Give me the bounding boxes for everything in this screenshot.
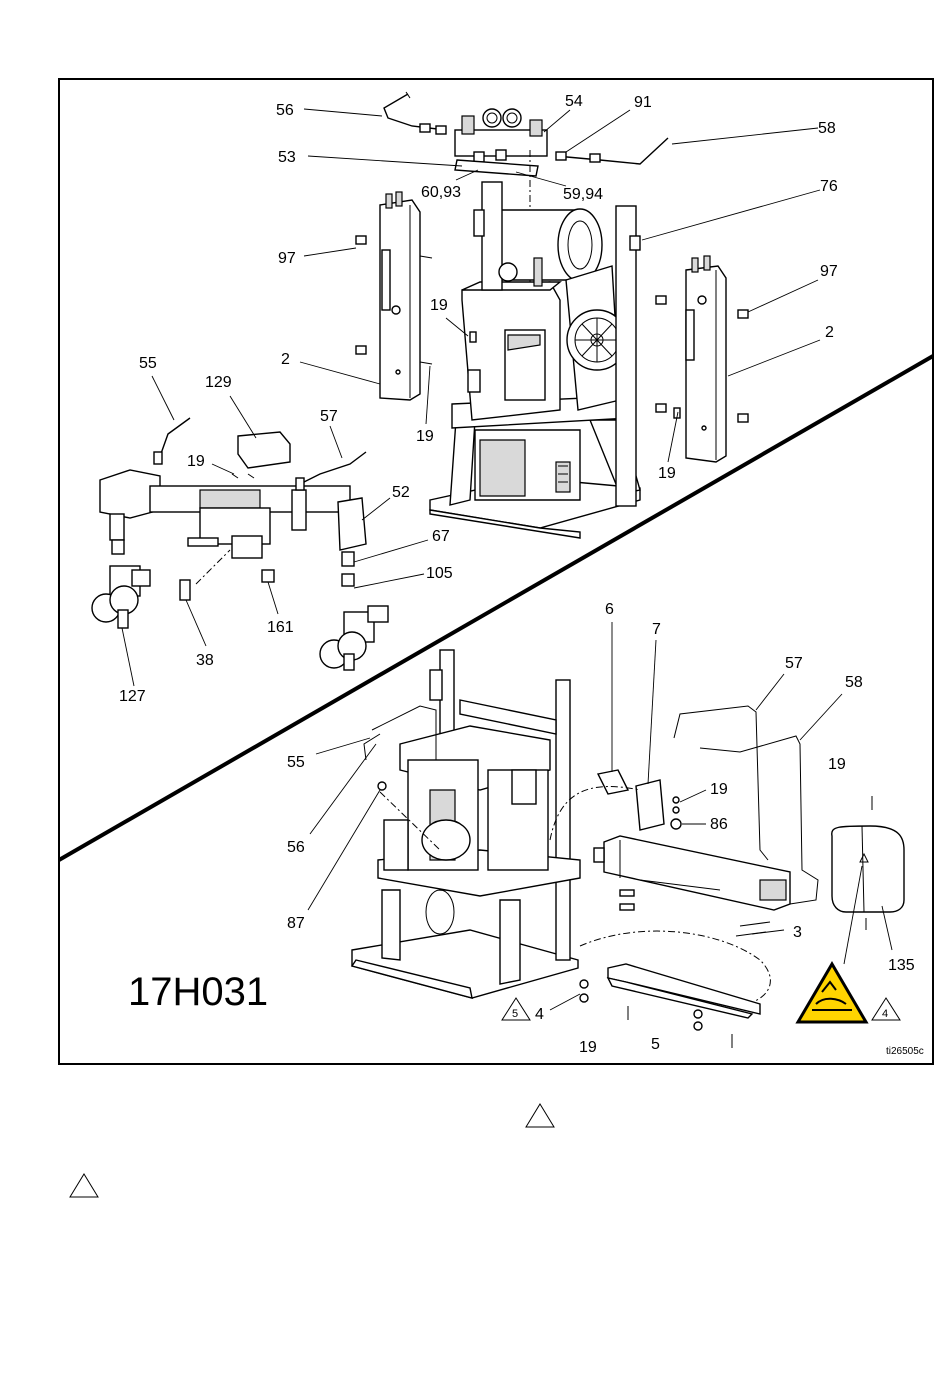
callout-86: 86 <box>710 816 728 833</box>
tube-55 <box>364 734 380 760</box>
relief-valve-right <box>320 606 388 670</box>
callout-53: 53 <box>278 149 296 166</box>
note-flag-4-number: 4 <box>882 1008 888 1020</box>
cover-135 <box>832 796 904 930</box>
callout-19: 19 <box>579 1039 597 1056</box>
callout-2-left: 2 <box>281 351 290 368</box>
callout-19: 19 <box>187 453 205 470</box>
callout-3: 3 <box>793 924 802 941</box>
callout-57: 57 <box>785 655 803 672</box>
cover-129 <box>238 432 290 468</box>
callout-19: 19 <box>430 297 448 314</box>
note-triangle <box>526 1104 554 1127</box>
callout-57: 57 <box>320 408 338 425</box>
callout-135: 135 <box>888 957 915 974</box>
callout-56: 56 <box>276 102 294 119</box>
frame-base <box>352 650 580 998</box>
callout-55: 55 <box>287 754 305 771</box>
model-number: 17H031 <box>128 970 268 1014</box>
callout-38: 38 <box>196 652 214 669</box>
callout-5: 5 <box>651 1036 660 1053</box>
note-flag-5-number: 5 <box>512 1008 518 1020</box>
callout-87: 87 <box>287 915 305 932</box>
callout-19: 19 <box>416 428 434 445</box>
heater-tube-assembly <box>594 836 790 910</box>
callout-4: 4 <box>535 1006 544 1023</box>
callout-55: 55 <box>139 355 157 372</box>
callout-19: 19 <box>710 781 728 798</box>
image-code: ti26505c <box>886 1046 924 1057</box>
callout-52: 52 <box>392 484 410 501</box>
callout-97-left: 97 <box>278 250 296 267</box>
callout-19: 19 <box>658 465 676 482</box>
callout-58: 58 <box>818 120 836 137</box>
plate-7 <box>636 780 664 830</box>
note-triangle <box>70 1174 98 1197</box>
callout-91: 91 <box>634 94 652 111</box>
callout-58: 58 <box>845 674 863 691</box>
callout-59-94: 59,94 <box>563 186 603 203</box>
relief-valve-left <box>92 566 150 628</box>
shield-5 <box>580 964 760 1048</box>
callout-127: 127 <box>119 688 146 705</box>
callout-76: 76 <box>820 178 838 195</box>
callout-6: 6 <box>605 601 614 618</box>
callout-105: 105 <box>426 565 453 582</box>
pump-motor-assembly <box>430 182 680 538</box>
callout-67: 67 <box>432 528 450 545</box>
callout-7: 7 <box>652 621 661 638</box>
callout-19: 19 <box>828 756 846 773</box>
gauge-manifold <box>455 109 547 162</box>
callout-97-right: 97 <box>820 263 838 280</box>
callout-161: 161 <box>267 619 294 636</box>
callout-2-right: 2 <box>825 324 834 341</box>
heater-right <box>656 256 748 462</box>
bracket-6 <box>598 770 628 794</box>
tube-58 <box>556 138 668 164</box>
callout-129: 129 <box>205 374 232 391</box>
heater-left <box>356 192 432 400</box>
tube-56 <box>384 94 446 130</box>
callout-54: 54 <box>565 93 583 110</box>
callout-56: 56 <box>287 839 305 856</box>
hot-surface-warning-icon <box>798 964 866 1022</box>
callout-60-93: 60,93 <box>421 184 461 201</box>
plate-53 <box>455 160 538 176</box>
